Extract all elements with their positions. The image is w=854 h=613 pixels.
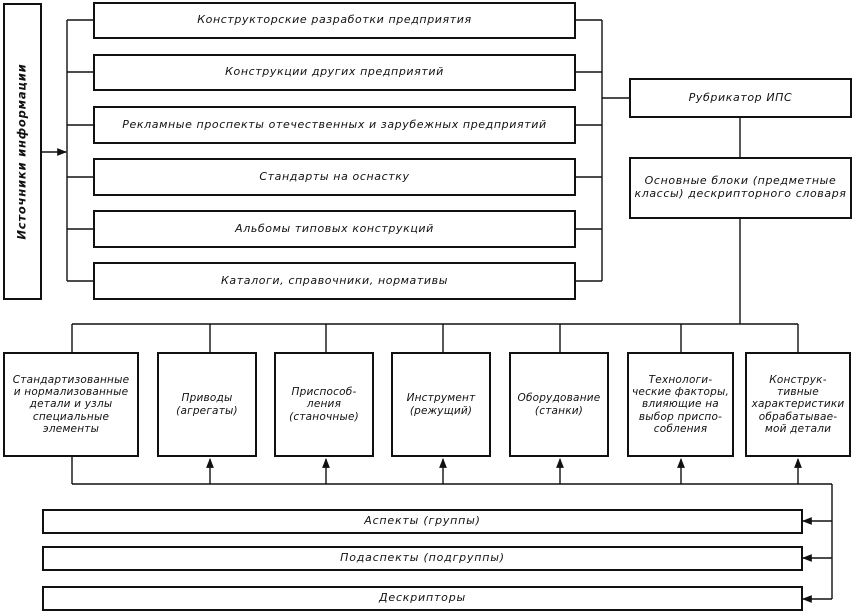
source-box-6: Каталоги, справочники, нормативы [93,262,576,300]
sources-title-box: Источники информации [3,3,42,300]
class-top-drops [71,324,799,352]
class-box-part-characteristics: Конструк- тивные характеристики обрабаты… [745,352,851,457]
class-box-fixtures: Приспособ- ления (станочные) [274,352,374,457]
aspects-strip: Аспекты (группы) [42,509,803,534]
source-box-3: Рекламные проспекты отечественных и зару… [93,106,576,144]
class-box-standard-parts: Стандартизованные и нормализованные дета… [3,352,139,457]
class-box-equipment: Оборудование (станки) [509,352,609,457]
source-box-5: Альбомы типовых конструкций [93,210,576,248]
rubricator-box: Рубрикатор ИПС [629,78,852,118]
source-box-4: Стандарты на оснастку [93,158,576,196]
class-box-tech-factors: Технологи- ческие факторы, влияющие на в… [627,352,734,457]
source-branches [67,19,602,282]
class-box-tools: Инструмент (режущий) [391,352,491,457]
subaspects-strip: Подаспекты (подгруппы) [42,546,803,571]
class-box-drives: Приводы (агрегаты) [157,352,257,457]
source-box-2: Конструкции других предприятий [93,54,576,91]
class-up-arrows [206,458,802,484]
source-box-1: Конструкторские разработки предприятия [93,2,576,39]
main-blocks-box: Основные блоки (предметные классы) дескр… [629,157,852,219]
descriptors-strip: Дескрипторы [42,586,803,611]
sources-title: Источники информации [14,63,29,240]
